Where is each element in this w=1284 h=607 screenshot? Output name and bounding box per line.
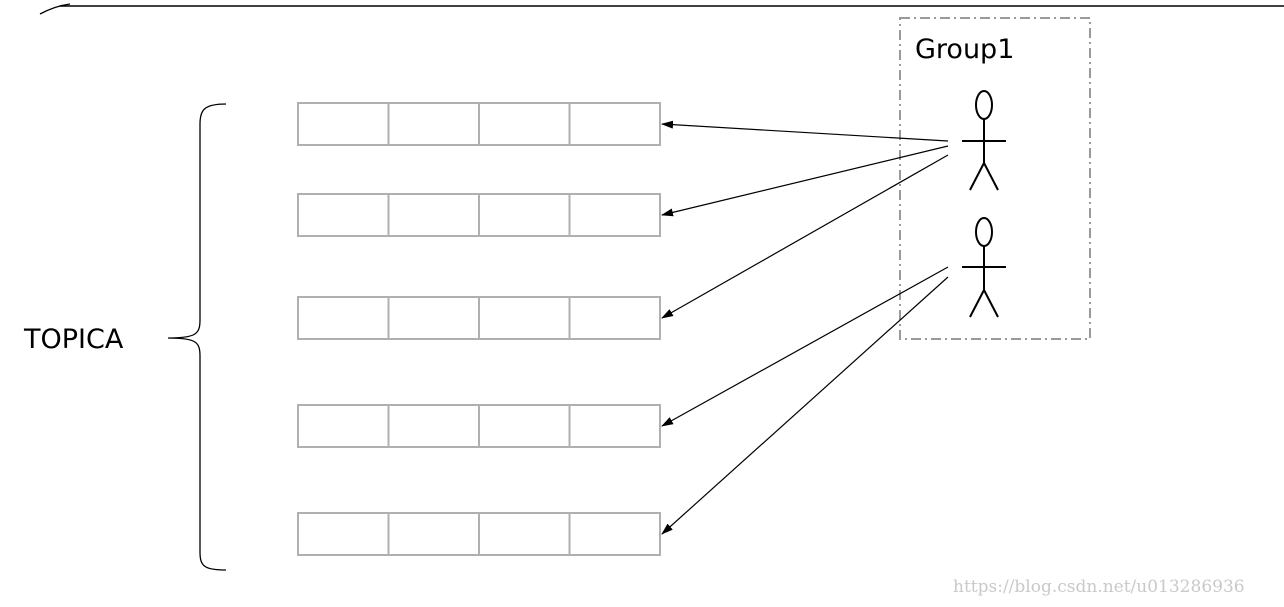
partition-cell <box>478 512 571 556</box>
partition-cell <box>387 296 480 340</box>
assignment-arrows <box>661 120 949 535</box>
consumer-limb <box>983 289 999 318</box>
top-left-curve <box>39 3 71 15</box>
assignment-arrow <box>661 145 949 217</box>
consumer-head <box>975 90 993 120</box>
partition-row <box>297 296 661 340</box>
partition-cell <box>478 193 571 237</box>
partition-cell <box>387 102 480 146</box>
consumers <box>962 90 1006 318</box>
partition-row <box>297 404 661 448</box>
consumer-group-label: Group1 <box>915 34 1014 65</box>
topic-partitions <box>297 102 661 556</box>
partition-cell <box>297 512 390 556</box>
partition-cell <box>568 512 661 556</box>
consumer-head <box>975 217 993 247</box>
partition-cell <box>297 102 390 146</box>
topic-brace <box>167 103 227 571</box>
consumer-limb <box>969 162 985 191</box>
partition-cell <box>297 296 390 340</box>
consumer-limb <box>969 289 985 318</box>
partition-cell <box>568 102 661 146</box>
partition-cell <box>387 512 480 556</box>
partition-cell <box>387 404 480 448</box>
partition-row <box>297 512 661 556</box>
partition-cell <box>568 296 661 340</box>
partition-cell <box>478 102 571 146</box>
assignment-arrow <box>661 266 949 427</box>
partition-cell <box>478 404 571 448</box>
stick-figure-icon <box>962 217 1006 318</box>
assignment-arrow <box>661 154 949 319</box>
stick-figure-icon <box>962 90 1006 191</box>
partition-cell <box>568 193 661 237</box>
partition-cell <box>568 404 661 448</box>
topic-label: TOPICA <box>23 324 124 355</box>
partition-cell <box>478 296 571 340</box>
partition-row <box>297 193 661 237</box>
assignment-arrow <box>661 276 949 535</box>
consumer-group-box <box>899 17 1091 340</box>
partition-cell <box>387 193 480 237</box>
partition-row <box>297 102 661 146</box>
assignment-arrow <box>661 120 949 142</box>
partition-cell <box>297 404 390 448</box>
watermark-text: https://blog.csdn.net/u013286936 <box>953 577 1245 597</box>
consumer-limb <box>983 162 999 191</box>
partition-cell <box>297 193 390 237</box>
